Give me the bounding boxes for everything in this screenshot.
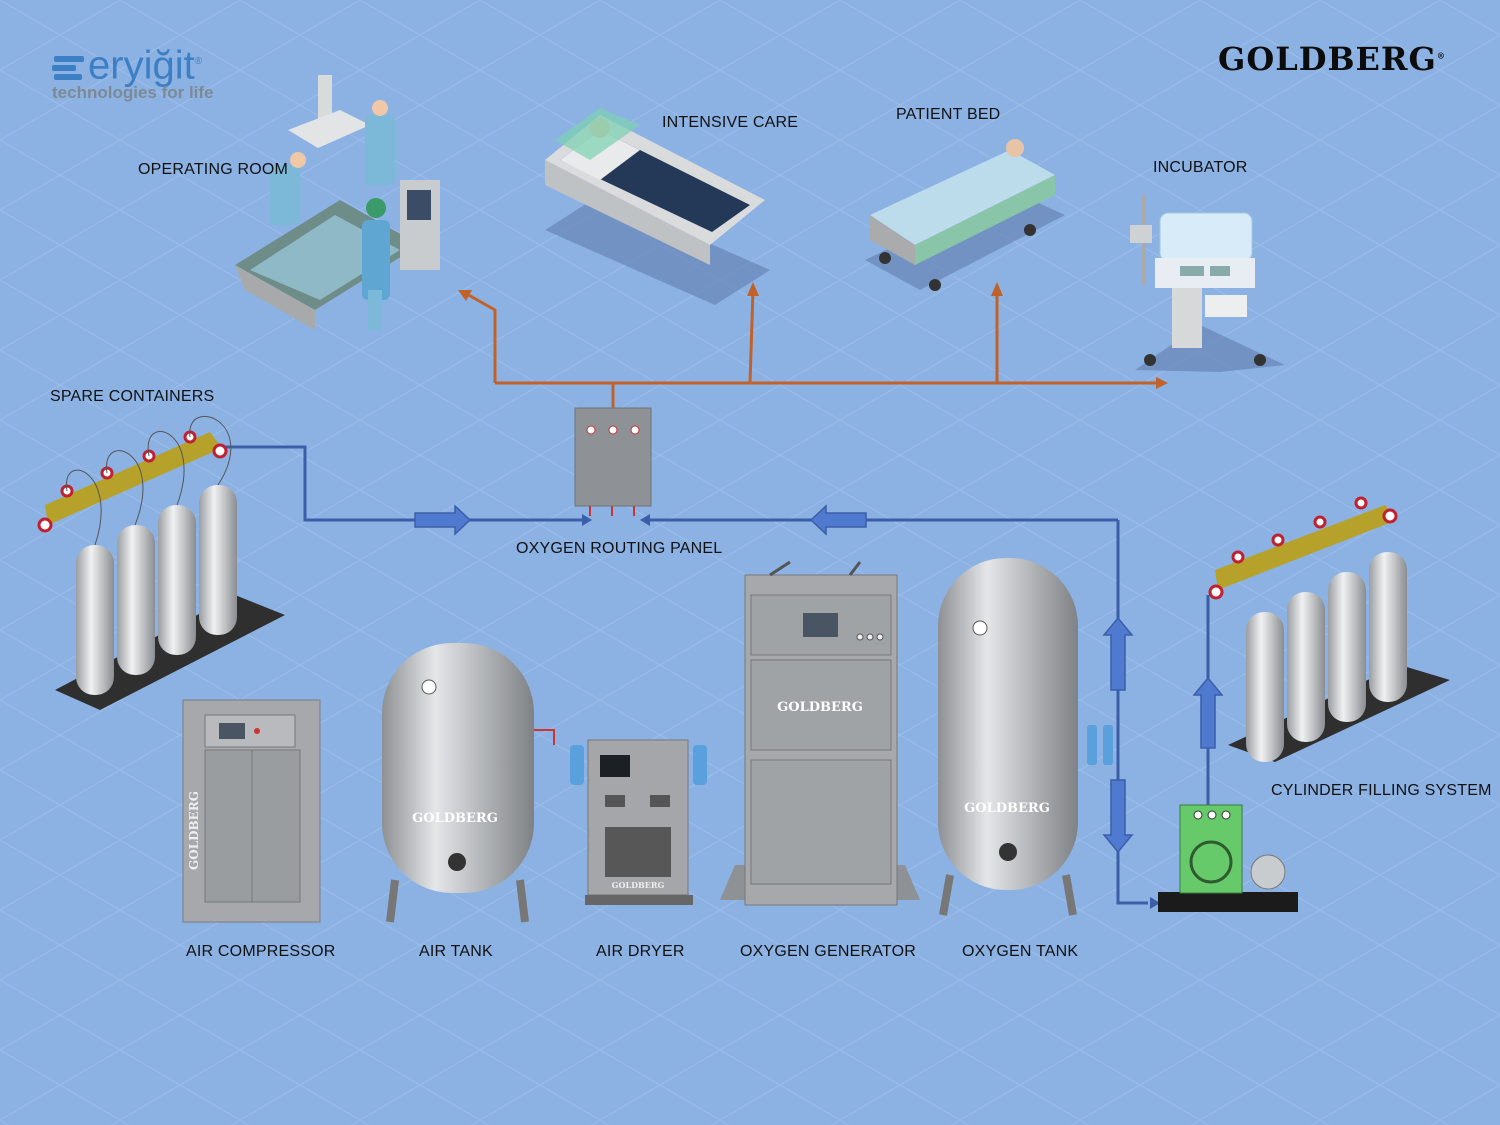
label-spare-containers: SPARE CONTAINERS [50,388,215,405]
distribution-arrowheads [458,282,1168,389]
label-patient-bed: PATIENT BED [896,106,1001,123]
distribution-pipes [464,289,1160,408]
label-cylinder-filling-system: CYLINDER FILLING SYSTEM [1271,782,1492,799]
eryigit-logo: eryiğit® technologies for life [52,40,214,103]
cylinder-filling-illustration [1158,496,1450,912]
arrow-operating-room-icon [458,290,472,301]
oxygen-tank-brand: GOLDBERG [964,801,1050,816]
label-oxygen-generator: OXYGEN GENERATOR [740,943,916,960]
arrow-intensive-care-icon [747,282,759,296]
flow-arrow-right-icon [414,504,472,536]
air-tank-brand: GOLDBERG [412,811,498,826]
label-air-dryer: AIR DRYER [596,943,685,960]
oxygen-routing-panel-unit [574,407,652,516]
incubator-illustration [1130,195,1285,372]
arrow-patient-bed-icon [991,282,1003,296]
flow-arrows [414,504,1224,854]
arrow-incubator-icon [1156,377,1168,389]
eryigit-name: eryiğit [88,43,195,88]
pipe-to-intensive-care [748,289,755,384]
eryigit-tagline: technologies for life [52,83,214,103]
registered-mark: ® [194,56,203,67]
flow-arrow-up-icon [1192,676,1224,749]
flow-arrow-left-icon [809,504,867,536]
air-dryer-brand: GOLDBERG [612,880,665,890]
goldberg-name: GOLDBERG [1218,40,1437,78]
label-air-tank: AIR TANK [419,943,493,960]
oxygen-generator-unit: GOLDBERG [720,560,920,906]
air-dryer-unit: GOLDBERG [570,739,707,905]
oxygen-generator-brand: GOLDBERG [777,700,863,715]
operating-room-illustration [235,75,440,330]
arrow-to-filling-icon [1150,897,1160,909]
flow-arrow-up-icon [1102,616,1134,691]
arrow-into-panel-icon [582,514,592,526]
label-incubator: INCUBATOR [1153,159,1248,176]
air-tank-unit: GOLDBERG [382,643,555,923]
label-oxygen-tank: OXYGEN TANK [962,943,1079,960]
air-compressor-unit: GOLDBERG [182,699,321,923]
oxygen-tank-unit: GOLDBERG [938,558,1113,916]
intensive-care-illustration [545,108,770,305]
label-oxygen-routing-panel: OXYGEN ROUTING PANEL [516,540,723,557]
air-compressor-brand: GOLDBERG [187,791,201,870]
label-air-compressor: AIR COMPRESSOR [186,943,336,960]
pipe-to-operating-room [464,291,497,383]
goldberg-logo: GOLDBERG® [1218,40,1446,78]
arrow-into-panel-icon [640,514,650,526]
logo-bars-icon [52,55,84,80]
spare-containers-illustration [37,415,285,710]
label-intensive-care: INTENSIVE CARE [662,114,799,131]
flow-arrow-down-icon [1102,779,1134,854]
label-operating-room: OPERATING ROOM [138,161,289,178]
registered-mark: ® [1436,50,1446,61]
patient-bed-illustration [865,139,1065,291]
